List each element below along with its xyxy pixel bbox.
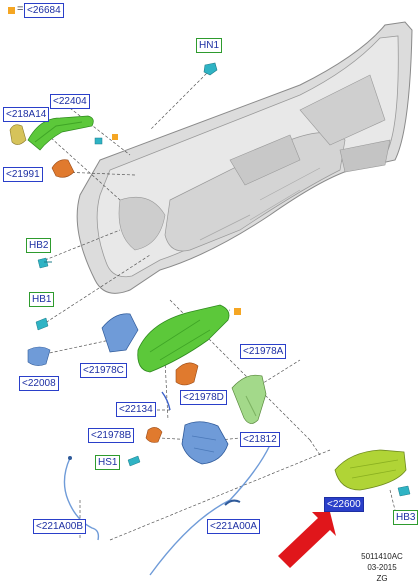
callout-22008[interactable]: <22008 [19,376,59,391]
footer-code: 5011410AC [361,552,403,561]
lock-lever-part [231,374,267,424]
hn1-part [203,62,218,76]
footer-date: 03-2015 [367,563,397,572]
control-rod-part [161,391,171,411]
callout-hb2[interactable]: HB2 [26,238,52,253]
footer-suffix: ZG [376,574,388,583]
door-latch-part [181,421,229,465]
callout-21812[interactable]: <21812 [240,432,280,447]
lower-latch-part [334,449,407,491]
release-handle-part [175,362,199,386]
callout-hn1[interactable]: HN1 [196,38,223,53]
callout-21978a[interactable]: <21978A [240,344,287,359]
callout-hb1[interactable]: HB1 [29,292,55,307]
legend-swatch-icon [8,7,15,14]
callout-218a14[interactable]: <218A14 [3,107,50,122]
callout-21991[interactable]: <21991 [3,167,43,182]
bolt-hb2 [37,257,52,269]
legend-equals: = [17,3,24,15]
screw-part [94,134,118,145]
callout-221a00b[interactable]: <221A00B [33,519,86,534]
inner-handle-bracket-part [101,313,139,353]
cable-221a00a-part [149,444,271,576]
bolt-hb1 [35,317,49,331]
inner-handle-assembly-part [137,304,241,373]
bracket-part [51,159,75,178]
callout-21978b[interactable]: <21978B [88,428,135,443]
outer-handle-part [27,115,94,151]
callout-22600[interactable]: <22600 [324,497,364,512]
bolt-hb3 [397,485,411,497]
callout-22404[interactable]: <22404 [50,94,90,109]
callout-21978d[interactable]: <21978D [180,390,227,405]
callout-26684[interactable]: <26684 [24,3,64,18]
latch-clip-part [27,346,51,366]
callout-hs1[interactable]: HS1 [95,455,121,470]
callout-21978c[interactable]: <21978C [80,363,127,378]
clip-part [145,427,163,443]
screw-hs1-part [127,455,141,467]
callout-221a00a[interactable]: <221A00A [207,519,260,534]
cable-221a00b-part [63,456,100,541]
callout-hb3[interactable]: HB3 [393,510,419,525]
door-panel [76,21,413,294]
red-arrow-icon [278,512,336,568]
cylinder-part [9,124,27,145]
callout-22134[interactable]: <22134 [116,402,156,417]
